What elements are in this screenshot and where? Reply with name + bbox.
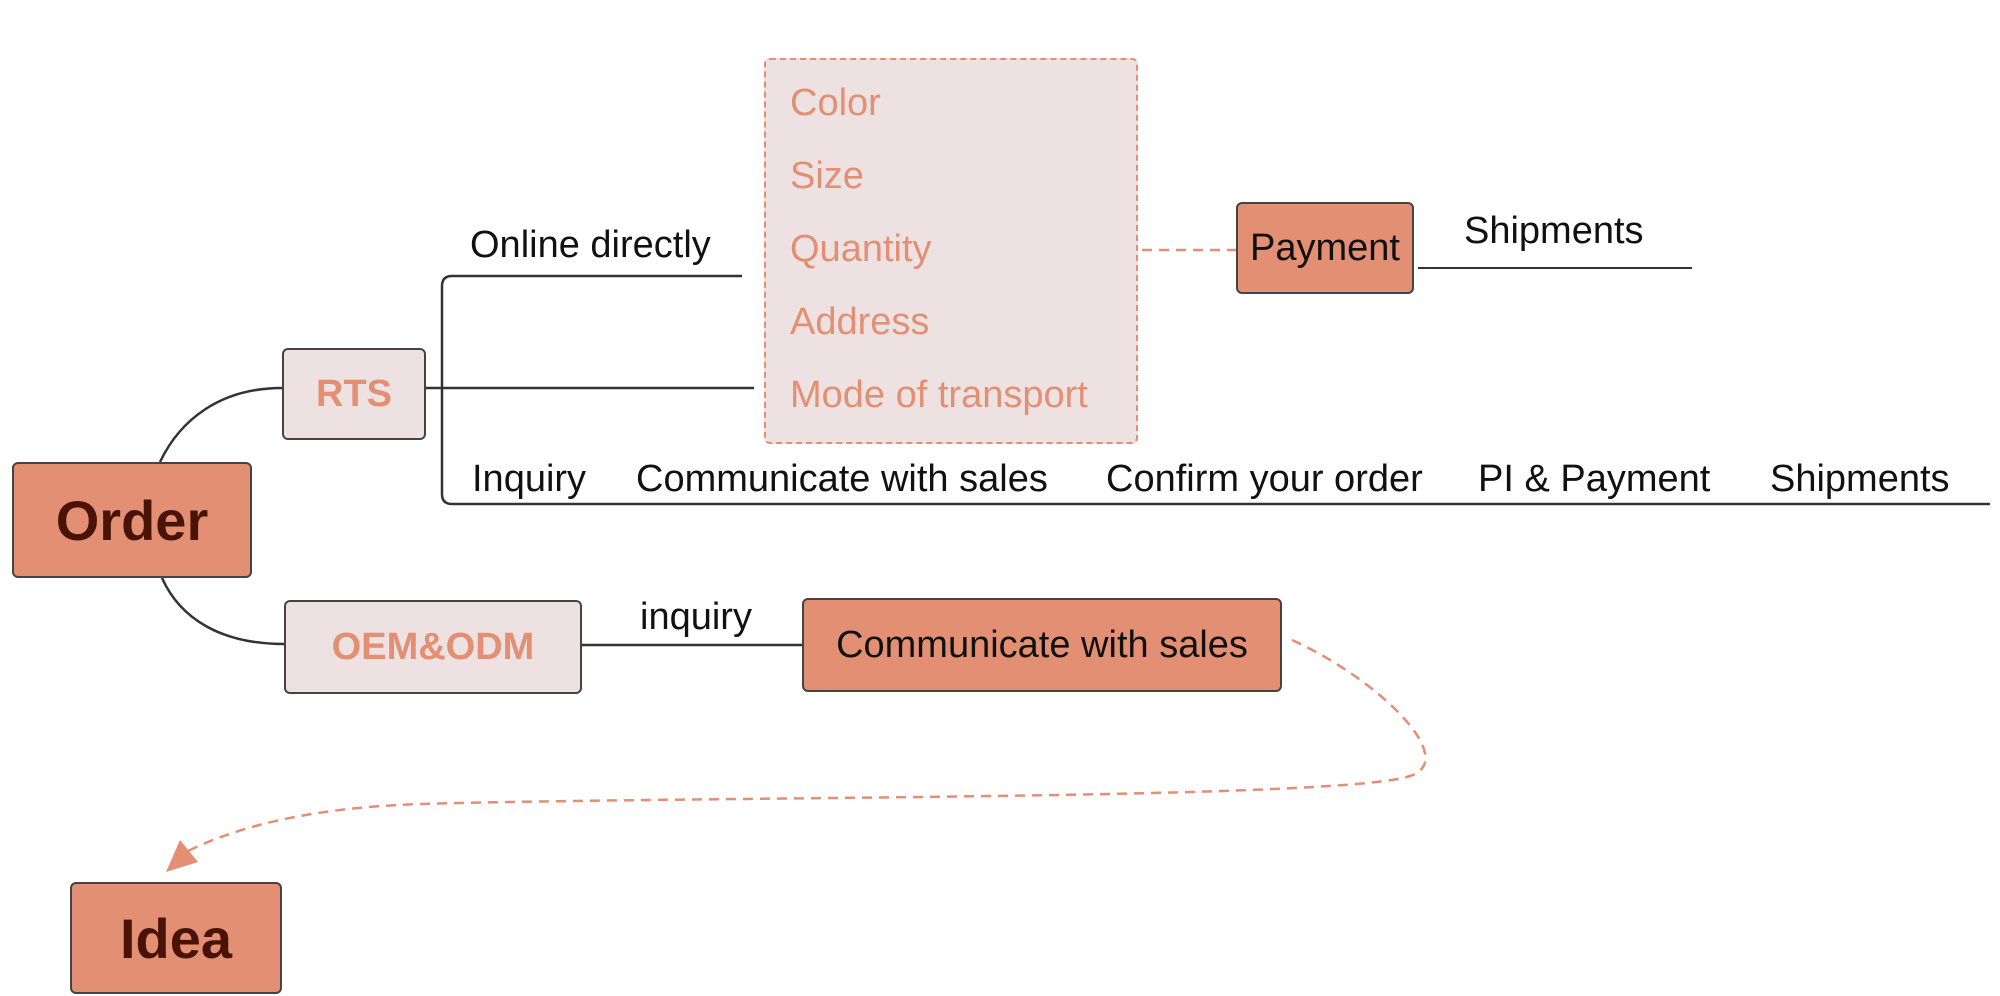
payment-node-label: Payment xyxy=(1250,226,1400,269)
detail-item-size: Size xyxy=(790,155,864,197)
label-shipments-top: Shipments xyxy=(1464,210,1644,252)
arrowhead-icon xyxy=(166,840,198,872)
connector-order-rts xyxy=(158,386,283,463)
connector-communicate-idea xyxy=(185,638,1427,854)
payment-node[interactable]: Payment xyxy=(1236,202,1414,294)
label-confirm-your-order: Confirm your order xyxy=(1106,458,1423,500)
detail-item-mode-of-transport: Mode of transport xyxy=(790,374,1088,416)
communicate-with-sales-node-label: Communicate with sales xyxy=(836,623,1248,666)
communicate-with-sales-node[interactable]: Communicate with sales xyxy=(802,598,1282,692)
connector-order-oem xyxy=(160,577,285,646)
connector-rts-online xyxy=(440,274,1990,506)
oem-odm-node[interactable]: OEM&ODM xyxy=(284,600,582,694)
detail-item-color: Color xyxy=(790,82,881,124)
label-communicate-with-sales: Communicate with sales xyxy=(636,458,1048,500)
idea-node-label: Idea xyxy=(119,906,233,970)
oem-odm-node-label: OEM&ODM xyxy=(331,625,535,668)
label-inquiry: Inquiry xyxy=(472,458,587,500)
rts-node-label: RTS xyxy=(316,372,392,415)
detail-item-quantity: Quantity xyxy=(790,228,932,270)
order-node[interactable]: Order xyxy=(12,462,252,578)
idea-node[interactable]: Idea xyxy=(70,882,282,994)
label-shipments-bottom: Shipments xyxy=(1770,458,1950,500)
detail-item-address: Address xyxy=(790,301,930,343)
label-online-directly: Online directly xyxy=(470,224,711,266)
order-details-box: Color Size Quantity Address Mode of tran… xyxy=(764,58,1138,444)
order-node-label: Order xyxy=(55,488,209,552)
label-pi-payment: PI & Payment xyxy=(1478,458,1711,500)
label-inquiry-lower: inquiry xyxy=(640,596,752,638)
rts-node[interactable]: RTS xyxy=(282,348,426,440)
